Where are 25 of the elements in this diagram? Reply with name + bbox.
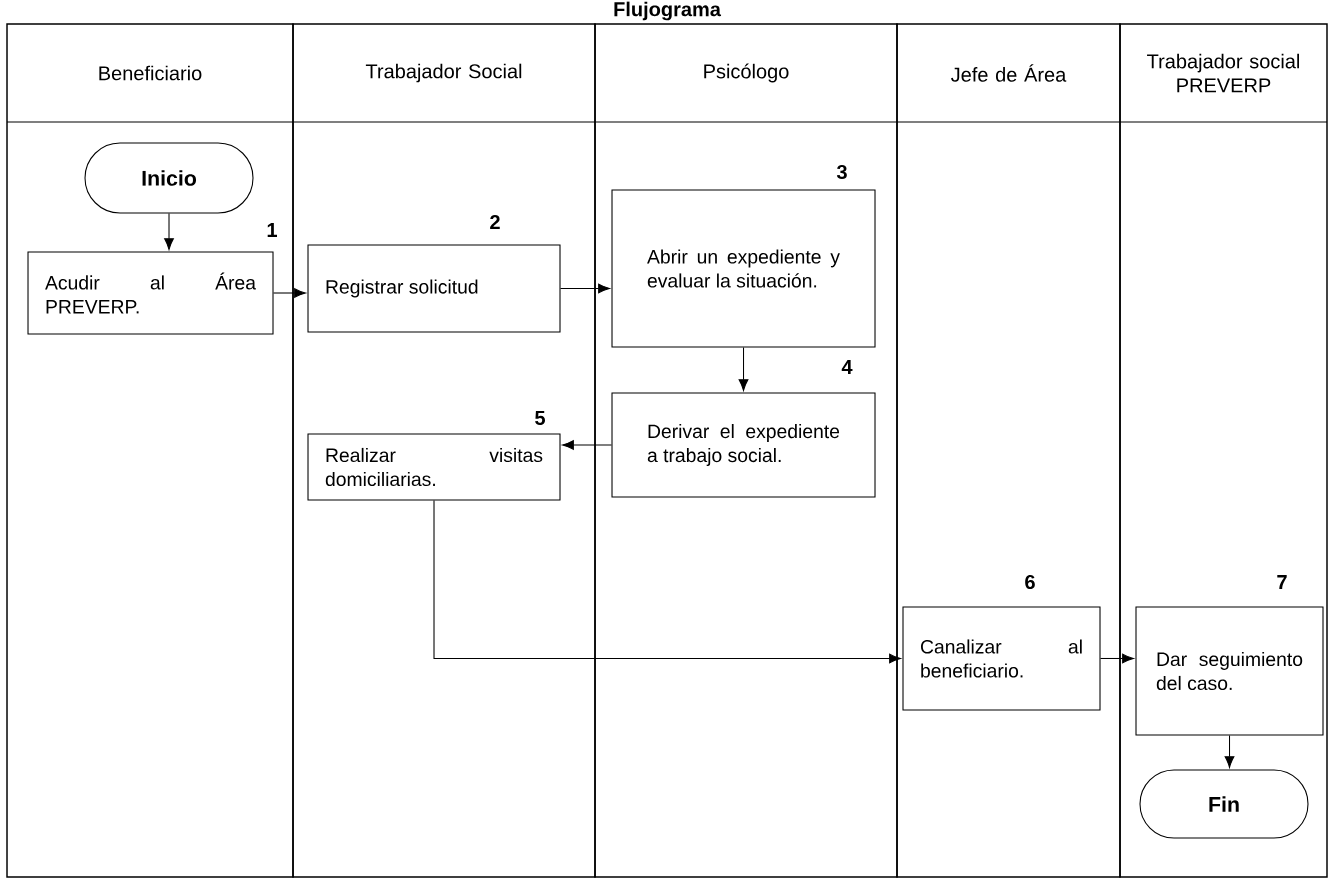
arrow [562, 440, 612, 450]
process-box: Dar seguimiento del caso. [1135, 606, 1324, 736]
process-box: Abrir un expediente y evaluar la situación. [611, 189, 876, 348]
terminator: Fin [1139, 769, 1309, 839]
step-number: 1 [267, 223, 277, 237]
arrow [164, 213, 174, 250]
arrow [1100, 653, 1134, 664]
process-box: Acudir al Área PREVERP. [27, 251, 274, 335]
step-number: 2 [490, 215, 500, 229]
step-number: 6 [1025, 574, 1035, 590]
arrow [738, 347, 749, 391]
title: Flujograma [614, 1, 722, 21]
arrow [1224, 735, 1235, 768]
process-box: Registrar solicitud [307, 244, 561, 333]
step-number: 4 [841, 360, 853, 374]
arrow [433, 500, 901, 664]
arrow [273, 288, 306, 298]
arrow [560, 283, 610, 294]
step-number: 5 [535, 411, 545, 425]
process-box: Canalizar al beneficiario. [902, 606, 1101, 711]
step-number: 3 [836, 164, 847, 180]
terminator: Inicio [84, 142, 254, 214]
step-number: 7 [1277, 575, 1287, 589]
process-box: Realizar visitas domiciliarias. [307, 433, 561, 501]
process-box: Derivar el expediente a trabajo social. [611, 392, 876, 498]
